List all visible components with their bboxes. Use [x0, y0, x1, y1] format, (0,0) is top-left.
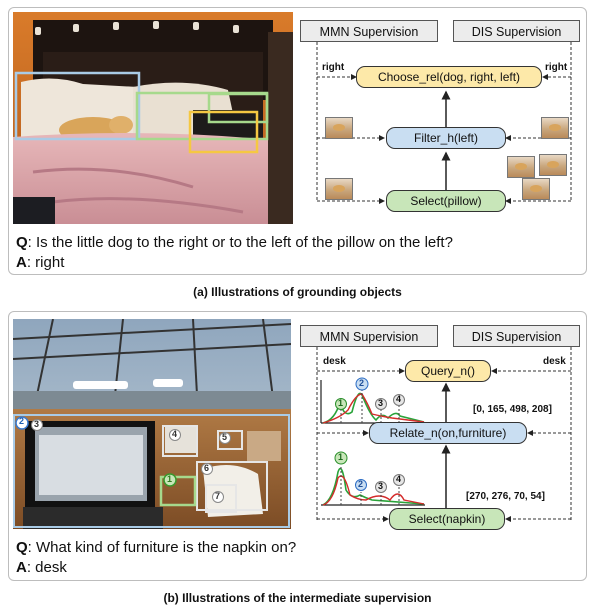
side-label-right-a: right: [545, 62, 568, 73]
thumbnail-pillow-select: [325, 178, 353, 200]
thumbnail-pillow-left: [325, 117, 353, 139]
box-number-2: 2: [19, 416, 25, 426]
node-query-n: Query_n(): [405, 360, 491, 382]
thumbnail-candidate-2: [539, 154, 567, 176]
dis-supervision-label-a: DIS Supervision: [453, 20, 580, 42]
coords-select: [270, 276, 70, 54]: [466, 491, 545, 502]
answer-a: A: right: [16, 254, 65, 271]
node-choose-rel: Choose_rel(dog, right, left): [356, 66, 542, 88]
plot-bottom-number-4: 4: [396, 474, 402, 484]
node-relate-n: Relate_n(on,furniture): [369, 422, 527, 444]
box-number-6: 6: [204, 463, 210, 473]
mmn-supervision-label-b: MMN Supervision: [300, 325, 438, 347]
caption-a: (a) Illustrations of grounding objects: [193, 285, 402, 299]
thumbnail-pillow-right: [541, 117, 569, 139]
airport-desk-photo: [13, 319, 291, 529]
box-number-4: 4: [172, 429, 178, 439]
box-number-1: 1: [167, 474, 173, 484]
plot-top-number-2: 2: [359, 378, 365, 388]
mmn-supervision-label-a: MMN Supervision: [300, 20, 438, 42]
node-select-pillow: Select(pillow): [386, 190, 506, 212]
bedroom-photo: [13, 12, 293, 224]
side-label-right-b: desk: [543, 356, 566, 367]
thumbnail-candidate-1: [507, 156, 535, 178]
attention-plot-bottom: [321, 451, 425, 506]
attention-plot-top: [320, 377, 425, 424]
plot-bottom-number-1: 1: [338, 452, 344, 462]
side-label-left-a: right: [322, 62, 345, 73]
node-select-napkin: Select(napkin): [389, 508, 505, 530]
dis-supervision-label-b: DIS Supervision: [453, 325, 580, 347]
question-a: Q: Is the little dog to the right or to …: [16, 234, 453, 251]
question-b: Q: What kind of furniture is the napkin …: [16, 539, 297, 556]
box-number-5: 5: [222, 432, 228, 442]
side-label-left-b: desk: [323, 356, 346, 367]
node-filter-h: Filter_h(left): [386, 127, 506, 149]
coords-relate: [0, 165, 498, 208]: [473, 404, 552, 415]
thumbnail-candidate-3: [522, 178, 550, 200]
box-number-7: 7: [215, 491, 221, 501]
plot-top-number-3: 3: [378, 398, 384, 408]
plot-top-number-1: 1: [338, 398, 344, 408]
plot-bottom-number-2: 2: [358, 479, 364, 489]
plot-top-number-4: 4: [396, 394, 402, 404]
caption-b: (b) Illustrations of the intermediate su…: [163, 591, 432, 605]
plot-bottom-number-3: 3: [378, 481, 384, 491]
answer-b: A: desk: [16, 559, 67, 576]
box-number-3: 3: [34, 419, 40, 429]
